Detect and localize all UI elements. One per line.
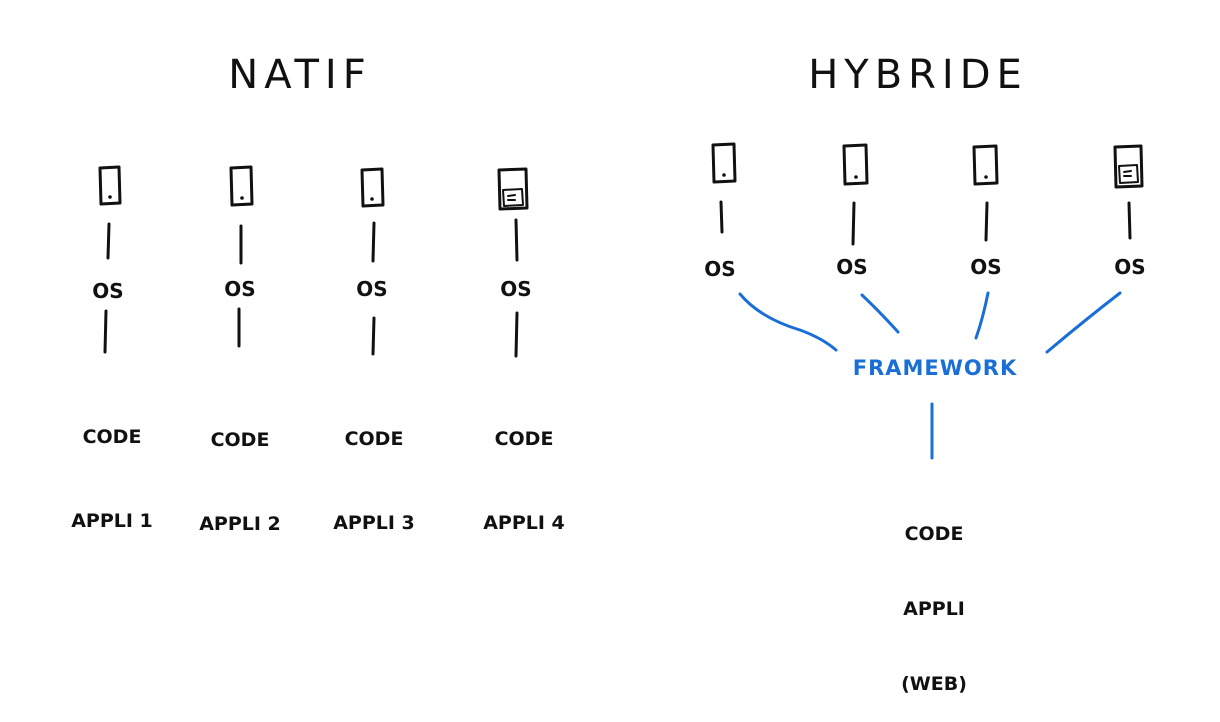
native-os-label-1: OS (92, 279, 124, 303)
native-device-2-phone-icon (229, 165, 254, 207)
appli-line: APPLI 2 (199, 513, 281, 535)
framework-connectors (738, 291, 1122, 460)
code-line: CODE (82, 426, 142, 448)
native-device-1-phone-icon (98, 165, 122, 206)
web-line: (WEB) (901, 673, 967, 695)
hybrid-device-4-tablet-icon (1113, 144, 1144, 189)
hybrid-device-2-phone-icon (842, 143, 869, 186)
native-code-label-1: CODE APPLI 1 (71, 367, 153, 563)
native-connectors (103, 218, 519, 358)
hybrid-os-label-3: OS (970, 255, 1002, 279)
hybrid-code-label: CODE APPLI (WEB) (901, 472, 967, 722)
framework-label: FRAMEWORK (852, 356, 1018, 380)
native-code-label-4: CODE APPLI 4 (483, 369, 565, 565)
hybrid-device-3-phone-icon (972, 144, 999, 186)
code-line: CODE (904, 523, 964, 545)
native-code-label-2: CODE APPLI 2 (199, 370, 281, 566)
native-title: NATIF (228, 52, 372, 98)
hybrid-device-1-phone-icon (711, 142, 737, 184)
hybrid-os-label-2: OS (836, 255, 868, 279)
code-line: CODE (210, 429, 270, 451)
hybrid-title: HYBRIDE (808, 52, 1028, 98)
native-os-label-2: OS (224, 277, 256, 301)
code-line: CODE (494, 428, 554, 450)
appli-line: APPLI 3 (333, 512, 415, 534)
appli-line: APPLI 1 (71, 510, 153, 532)
native-os-label-4: OS (500, 277, 532, 301)
native-code-label-3: CODE APPLI 3 (333, 369, 415, 565)
native-device-3-phone-icon (360, 167, 385, 208)
diagram-canvas (98, 142, 1144, 460)
hybrid-device-connectors (719, 200, 1132, 246)
native-os-label-3: OS (356, 277, 388, 301)
appli-line: APPLI 4 (483, 512, 565, 534)
hybrid-os-label-1: OS (704, 257, 736, 281)
code-line: CODE (344, 428, 404, 450)
native-device-4-tablet-icon (497, 167, 529, 211)
hybrid-os-label-4: OS (1114, 255, 1146, 279)
appli-line: APPLI (903, 598, 965, 620)
